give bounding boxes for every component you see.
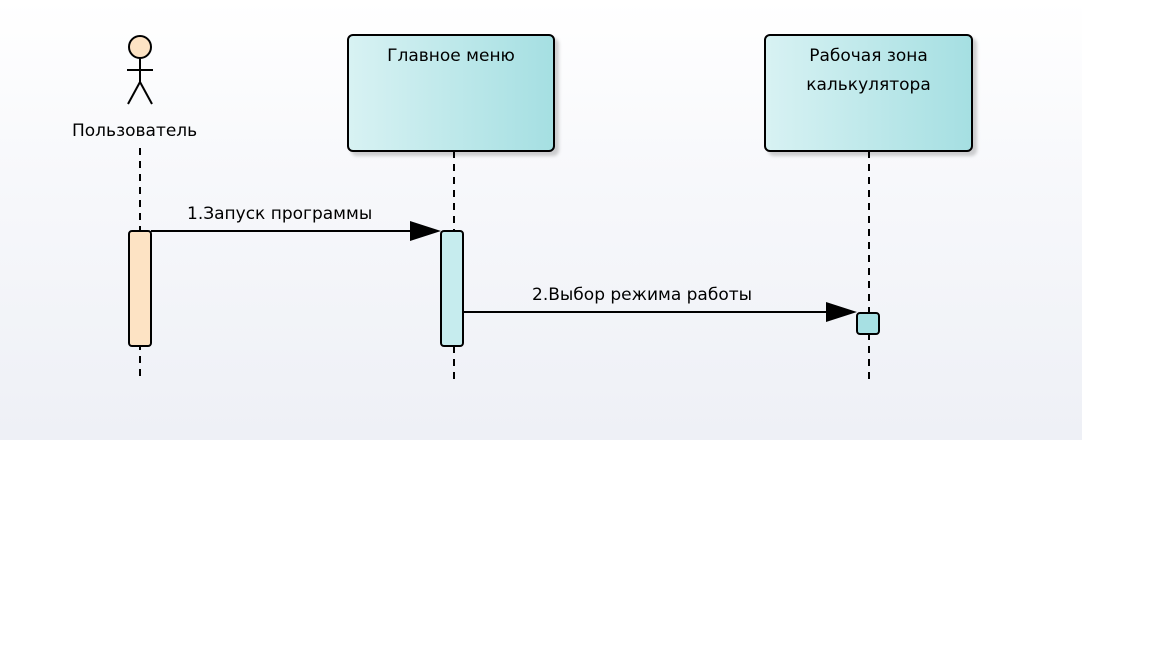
diagram-canvas: Пользователь Главное меню Рабочая зона к… [0, 0, 1082, 440]
message-arrow-2 [463, 302, 857, 322]
message-arrow-1 [151, 221, 441, 241]
activation-main-menu [440, 230, 464, 347]
activation-actor [128, 230, 152, 347]
actor-label: Пользователь [72, 121, 198, 141]
activation-calc-area [856, 312, 880, 335]
message-label-1: 1.Запуск программы [187, 204, 373, 224]
lifeline-label-calc-area: Рабочая зона калькулятора [806, 46, 931, 95]
message-label-2: 2.Выбор режима работы [532, 285, 753, 305]
lifeline-label-main-menu: Главное меню [387, 46, 515, 66]
actor-icon [127, 35, 153, 105]
sequence-diagram [127, 34, 973, 382]
lifeline-box-main-menu [347, 34, 555, 152]
